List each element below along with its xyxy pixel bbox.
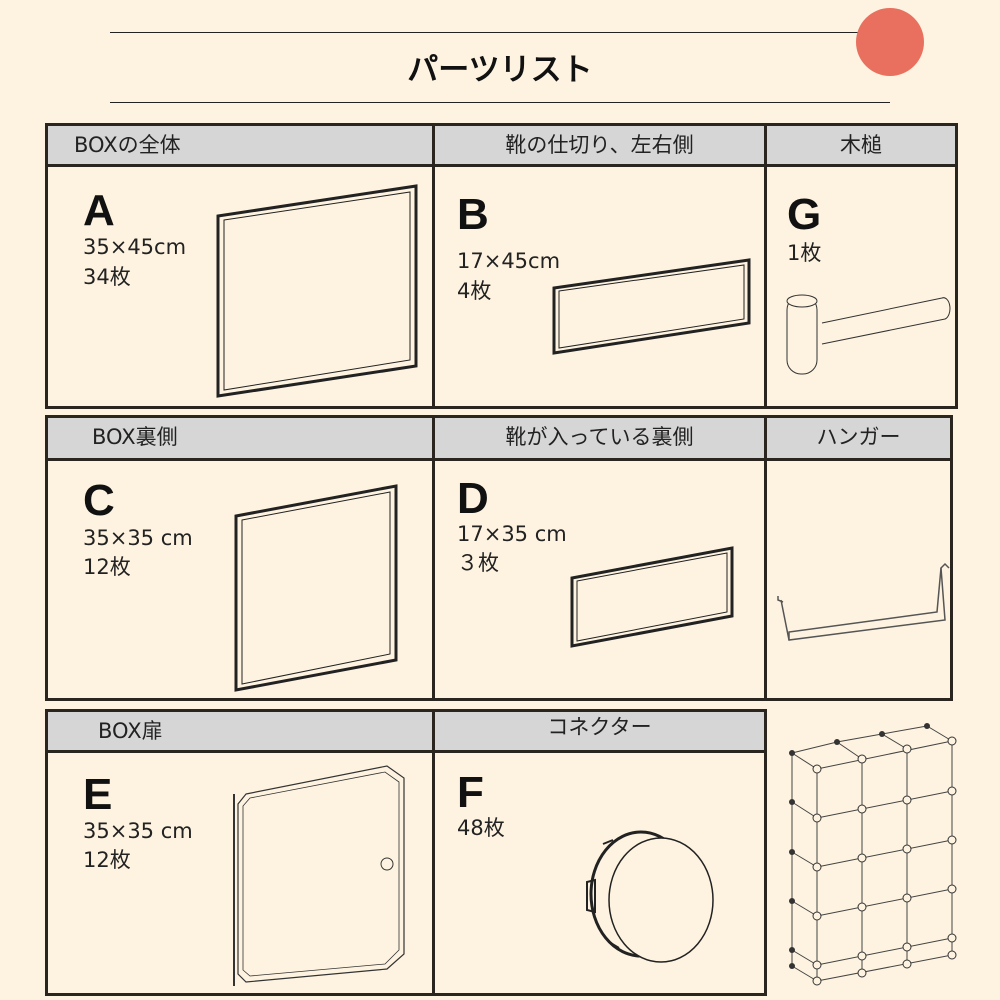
part-header: コネクター bbox=[435, 712, 764, 753]
door-e-illustration bbox=[233, 765, 405, 986]
part-size: 35×45cm bbox=[83, 235, 187, 259]
hanger-illustration bbox=[777, 562, 950, 641]
part-size: 17×45cm bbox=[457, 249, 561, 273]
page-title: パーツリスト bbox=[407, 52, 593, 88]
panel-b-illustration bbox=[552, 258, 751, 355]
part-header: BOXの全体 bbox=[48, 126, 432, 167]
part-letter: C bbox=[83, 476, 115, 525]
title-rule-top bbox=[110, 32, 890, 33]
part-card-b: 靴の仕切り、左右側 B 17×45cm 4枚 bbox=[432, 123, 767, 409]
panel-d-illustration bbox=[570, 546, 734, 648]
part-letter: G bbox=[787, 190, 822, 239]
part-card-g: 木槌 G 1枚 bbox=[764, 123, 958, 409]
part-header: ハンガー bbox=[767, 418, 950, 461]
part-card-f: コネクター F 48枚 bbox=[432, 709, 767, 996]
part-card-c: BOX裏側 C 35×35 cm 12枚 bbox=[45, 415, 435, 701]
title-rule-bottom bbox=[110, 102, 890, 103]
part-count: ３枚 bbox=[457, 551, 499, 575]
part-header: BOX裏側 bbox=[48, 418, 432, 461]
part-count: 4枚 bbox=[457, 279, 492, 303]
part-letter: A bbox=[83, 186, 115, 235]
part-count: 48枚 bbox=[457, 816, 505, 840]
assembled-cabinet-illustration bbox=[789, 723, 957, 986]
part-card-hanger: ハンガー bbox=[764, 415, 953, 701]
part-letter: E bbox=[83, 770, 113, 819]
part-header: 靴の仕切り、左右側 bbox=[435, 126, 764, 167]
part-card-a: BOXの全体 A 35×45cm 34枚 bbox=[45, 123, 435, 409]
part-size: 35×35 cm bbox=[83, 819, 193, 843]
part-letter: B bbox=[457, 190, 489, 239]
part-header: 木槌 bbox=[767, 126, 955, 167]
part-count: 12枚 bbox=[83, 848, 131, 872]
mallet-icon bbox=[786, 294, 951, 375]
part-size: 17×35 cm bbox=[457, 522, 567, 546]
part-letter: D bbox=[457, 474, 489, 523]
part-count: 1枚 bbox=[787, 241, 822, 265]
panel-c-illustration bbox=[234, 484, 398, 692]
part-card-d: 靴が入っている裏側 D 17×35 cm ３枚 bbox=[432, 415, 767, 701]
part-size: 35×35 cm bbox=[83, 526, 193, 550]
part-header: 靴が入っている裏側 bbox=[435, 418, 764, 461]
part-header: BOX扉 bbox=[48, 712, 432, 753]
part-letter: F bbox=[457, 768, 484, 817]
panel-a-illustration bbox=[216, 184, 418, 398]
accent-circle bbox=[856, 8, 924, 76]
part-count: 34枚 bbox=[83, 265, 131, 289]
part-card-e: BOX扉 E 35×35 cm 12枚 bbox=[45, 709, 435, 996]
connector-illustration bbox=[586, 830, 714, 963]
part-count: 12枚 bbox=[83, 555, 131, 579]
